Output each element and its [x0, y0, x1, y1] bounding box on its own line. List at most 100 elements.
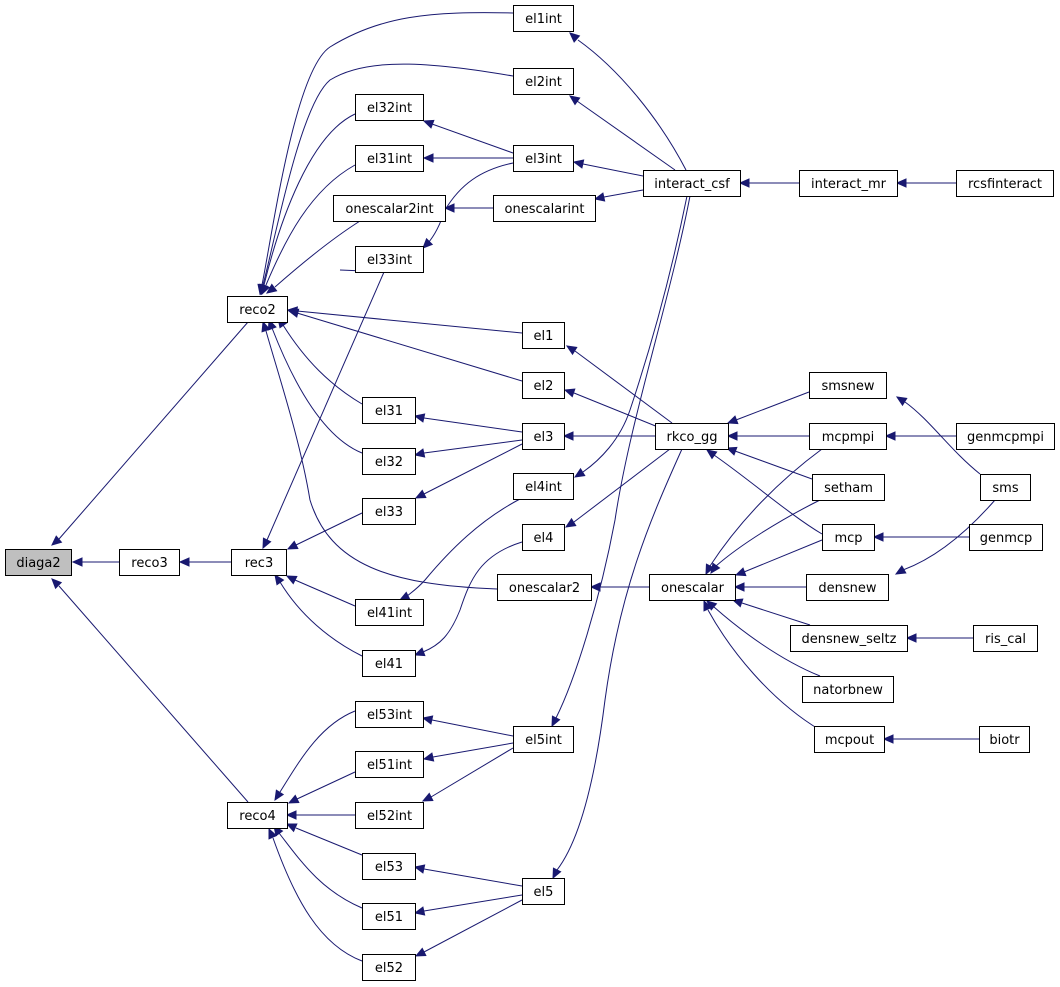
node-el41[interactable]: el41 — [362, 650, 416, 677]
node-el5[interactable]: el5 — [522, 878, 565, 905]
node-el53[interactable]: el53 — [362, 853, 416, 880]
node-interact_csf[interactable]: interact_csf — [643, 170, 741, 197]
node-el31[interactable]: el31 — [362, 397, 416, 424]
edge-onescalarint-to-onescalar2int — [443, 203, 493, 213]
edge-line — [296, 310, 523, 334]
node-el51[interactable]: el51 — [362, 903, 416, 930]
node-el1[interactable]: el1 — [522, 322, 565, 349]
edge-line — [266, 271, 385, 541]
edge-densnew-to-onescalar — [733, 582, 806, 592]
edge-el5-to-el53 — [413, 864, 523, 887]
node-el3[interactable]: el3 — [522, 423, 565, 450]
arrow-head — [726, 415, 739, 425]
node-el3int[interactable]: el3int — [513, 145, 574, 172]
edge-rcsfinteract-to-interact_mr — [895, 178, 956, 188]
arrow-head — [398, 591, 411, 601]
edge-el3int-to-el31int — [422, 153, 513, 163]
arrow-head — [285, 575, 298, 585]
node-reco4[interactable]: reco4 — [227, 802, 288, 829]
node-el1int[interactable]: el1int — [513, 5, 574, 32]
node-box — [809, 372, 887, 399]
node-label: el52 — [375, 961, 403, 976]
arrow-head — [414, 947, 427, 957]
arrow-head — [589, 582, 601, 592]
arrow-head — [895, 396, 908, 407]
node-interact_mr[interactable]: interact_mr — [799, 170, 898, 197]
edge-line — [573, 392, 659, 428]
node-label: onescalar — [661, 581, 725, 596]
node-reco3[interactable]: reco3 — [119, 549, 180, 576]
arrow-head — [884, 431, 896, 441]
edge-biotr-to-mcpout — [882, 734, 979, 744]
node-box — [973, 625, 1038, 652]
node-onescalar2int[interactable]: onescalar2int — [333, 195, 446, 222]
edge-line — [902, 499, 996, 571]
node-onescalar[interactable]: onescalar — [649, 574, 736, 601]
node-mcp[interactable]: mcp — [822, 524, 875, 551]
node-el2int[interactable]: el2int — [513, 68, 574, 95]
node-onescalar2[interactable]: onescalar2 — [497, 574, 592, 601]
node-rcsfinteract[interactable]: rcsfinteract — [956, 170, 1054, 197]
node-reco2[interactable]: reco2 — [227, 296, 288, 323]
node-onescalarint[interactable]: onescalarint — [493, 195, 596, 222]
node-el32int[interactable]: el32int — [355, 94, 424, 121]
node-box — [522, 372, 565, 399]
node-box — [979, 726, 1030, 753]
edge-line — [741, 602, 811, 626]
node-el2[interactable]: el2 — [522, 372, 565, 399]
node-el41int[interactable]: el41int — [355, 599, 424, 626]
node-label: reco4 — [239, 809, 275, 824]
node-sms[interactable]: sms — [980, 474, 1031, 501]
node-densnew_seltz[interactable]: densnew_seltz — [790, 625, 908, 652]
node-mcpout[interactable]: mcpout — [814, 726, 885, 753]
node-densnew[interactable]: densnew — [806, 574, 889, 601]
edge-line — [278, 832, 363, 909]
node-mcpmpi[interactable]: mcpmpi — [809, 423, 887, 450]
node-setham[interactable]: setham — [812, 474, 885, 501]
node-label: interact_csf — [654, 177, 730, 192]
edge-line — [582, 195, 688, 473]
node-el52int[interactable]: el52int — [355, 802, 424, 829]
arrow-head — [287, 794, 300, 804]
node-el33[interactable]: el33 — [362, 498, 416, 525]
node-smsnew[interactable]: smsnew — [809, 372, 887, 399]
edge-mcpmpi-to-onescalar — [705, 448, 823, 576]
node-box — [822, 524, 875, 551]
node-el5int[interactable]: el5int — [513, 726, 574, 753]
node-box — [362, 498, 416, 525]
node-label: rec3 — [245, 556, 273, 571]
edge-interact_csf-to-el2int — [568, 95, 676, 171]
node-label: el52int — [367, 809, 412, 824]
node-el53int[interactable]: el53int — [355, 701, 424, 728]
node-box — [513, 726, 574, 753]
node-rec3[interactable]: rec3 — [231, 549, 287, 576]
arrow-head — [51, 578, 63, 590]
node-natorbnew[interactable]: natorbnew — [802, 676, 894, 703]
node-label: mcpmpi — [822, 430, 875, 445]
edge-line — [405, 498, 521, 598]
arrow-head — [705, 563, 715, 576]
node-genmcpmpi[interactable]: genmcpmpi — [956, 423, 1055, 450]
arrow-head — [563, 388, 576, 398]
node-rkco_gg[interactable]: rkco_gg — [655, 423, 729, 450]
node-box — [956, 423, 1055, 450]
node-biotr[interactable]: biotr — [979, 726, 1030, 753]
node-el4[interactable]: el4 — [522, 524, 565, 551]
node-box — [497, 574, 592, 601]
node-diaga2[interactable]: diaga2 — [5, 549, 72, 576]
node-ris_cal[interactable]: ris_cal — [973, 625, 1038, 652]
node-el4int[interactable]: el4int — [513, 473, 574, 500]
node-el52[interactable]: el52 — [362, 954, 416, 981]
node-el32[interactable]: el32 — [362, 448, 416, 475]
arrow-head — [422, 237, 434, 249]
arrow-head — [286, 540, 299, 550]
edge-line — [279, 581, 363, 657]
edge-el3-to-el32 — [413, 439, 523, 458]
node-el33int[interactable]: el33int — [355, 246, 424, 273]
node-el31int[interactable]: el31int — [355, 145, 424, 172]
arrow-head — [51, 535, 63, 546]
node-genmcp[interactable]: genmcp — [969, 524, 1043, 551]
node-el51int[interactable]: el51int — [355, 751, 424, 778]
arrow-head — [738, 178, 750, 188]
edge-el4-to-el41 — [413, 541, 523, 657]
